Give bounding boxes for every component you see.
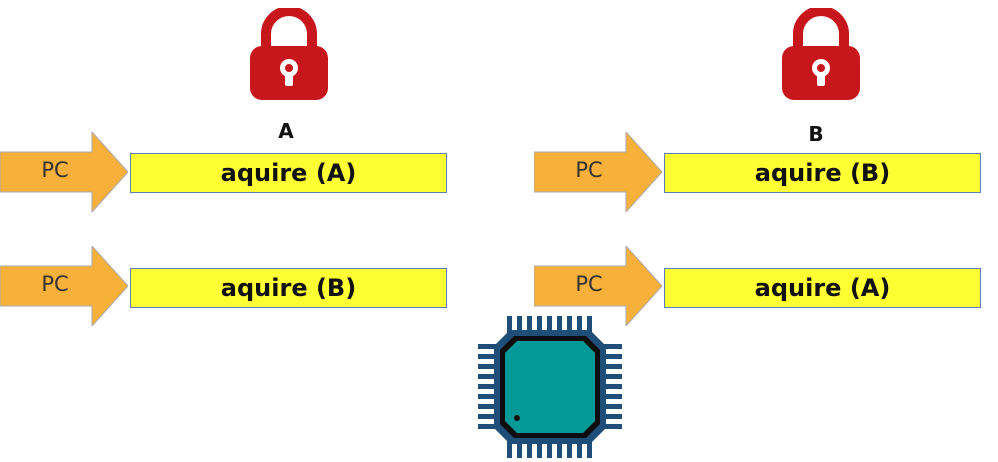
instruction-bar: aquire (A)	[130, 153, 447, 193]
instruction-bar: aquire (A)	[664, 268, 981, 308]
pc-label: PC	[575, 158, 603, 182]
lock-label-b: B	[808, 122, 824, 146]
pc-label: PC	[41, 158, 69, 182]
instruction-bar: aquire (B)	[130, 268, 447, 308]
pc-label: PC	[575, 272, 603, 296]
instruction-bar: aquire (B)	[664, 153, 981, 193]
pc-label: PC	[41, 272, 69, 296]
cpu-chip-icon	[478, 316, 622, 458]
lock-icon-a	[250, 8, 328, 100]
pc-arrow-icon	[534, 132, 662, 212]
lock-icon-b	[782, 8, 860, 100]
pc-arrow-icon	[534, 246, 662, 326]
pc-arrow-icon	[0, 132, 128, 212]
lock-label-a: A	[278, 119, 294, 143]
pc-arrow-icon	[0, 246, 128, 326]
